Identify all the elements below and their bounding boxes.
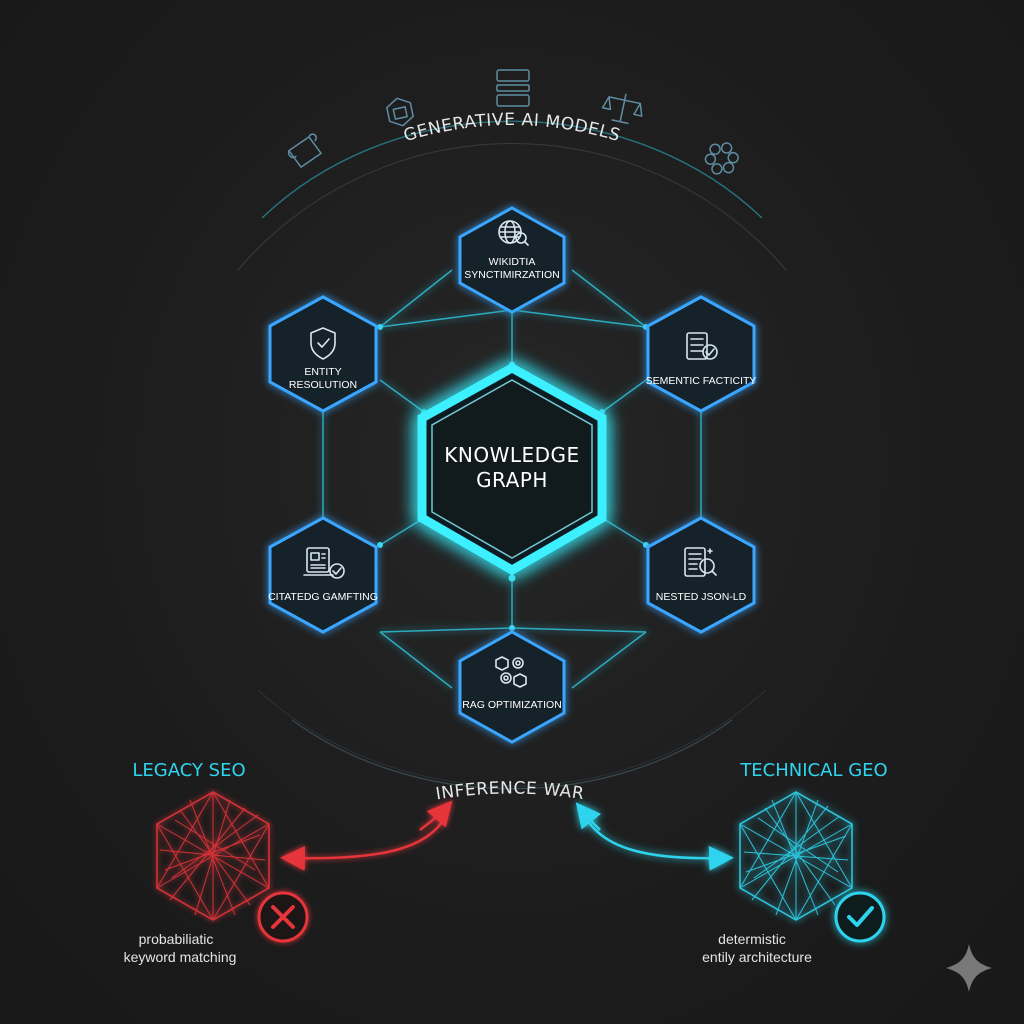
graph-connections <box>322 269 702 689</box>
node-rag-optimization[interactable]: RAG OPTIMIZATION <box>458 630 566 744</box>
hex-gears-icon <box>495 656 527 688</box>
generative-ai-models-label: GENERATIVE AI MODELS <box>401 110 622 146</box>
legacy-caption-line1: probabiliatic <box>139 931 214 947</box>
technical-arrow <box>575 802 734 871</box>
sparkle-icon <box>946 944 992 992</box>
shield-check-icon <box>310 327 336 360</box>
node-semantic-facticity[interactable]: SEMENTIC FACTICITY <box>646 295 757 413</box>
technical-caption-line2: entily architecture <box>702 949 812 965</box>
node-nested-jsonld-label: NESTED JSON-LD <box>656 591 747 603</box>
node-citation-gamification-label: CITATEDG GAMFTING <box>268 591 378 603</box>
knowledge-graph-line1: KNOWLEDGE <box>444 443 579 467</box>
outer-ring <box>237 120 787 790</box>
node-semantic-facticity-label: SEMENTIC FACTICITY <box>646 375 757 387</box>
technical-caption-line1: determistic <box>718 931 786 947</box>
node-rag-optimization-label: RAG OPTIMIZATION <box>462 699 562 711</box>
check-circle-icon <box>834 891 886 943</box>
knowledge-graph-line2: GRAPH <box>476 468 548 492</box>
server-check-icon <box>686 332 718 360</box>
node-entity-resolution[interactable]: ENTITY RESOLUTION <box>268 295 378 413</box>
inference-war-label: INFERENCE WAR <box>434 778 585 804</box>
server-blocks-icon <box>496 69 530 107</box>
knowledge-graph-node[interactable]: KNOWLEDGE GRAPH <box>417 362 607 576</box>
legacy-arrow <box>280 800 453 871</box>
node-entity-resolution-line1: ENTITY <box>304 366 341 378</box>
legacy-wireframe-cube <box>156 791 270 921</box>
globe-search-icon <box>498 220 529 246</box>
x-circle-icon <box>257 891 309 943</box>
document-search-icon <box>684 547 717 577</box>
node-citation-gamification[interactable]: CITATEDG GAMFTING <box>268 516 378 634</box>
scales-icon <box>601 93 643 125</box>
technical-wireframe-cube <box>739 791 853 921</box>
hex-cluster-icon <box>704 142 739 175</box>
document-check-icon <box>303 547 345 579</box>
legacy-caption-line2: keyword matching <box>124 949 237 965</box>
node-nested-jsonld[interactable]: NESTED JSON-LD <box>646 516 756 634</box>
legacy-seo-title: LEGACY SEO <box>132 760 245 781</box>
node-wikidata-sync-line2: SYNCTIMIRZATION <box>464 269 559 281</box>
node-wikidata-sync-line1: WIKIDTIA <box>489 256 536 268</box>
node-wikidata-sync[interactable]: WIKIDTIA SYNCTIMIRZATION <box>458 206 566 314</box>
technical-geo-title: TECHNICAL GEO <box>739 760 887 781</box>
hexagon-cube-icon <box>386 97 414 127</box>
node-entity-resolution-line2: RESOLUTION <box>289 379 357 391</box>
scroll-icon <box>287 133 322 168</box>
